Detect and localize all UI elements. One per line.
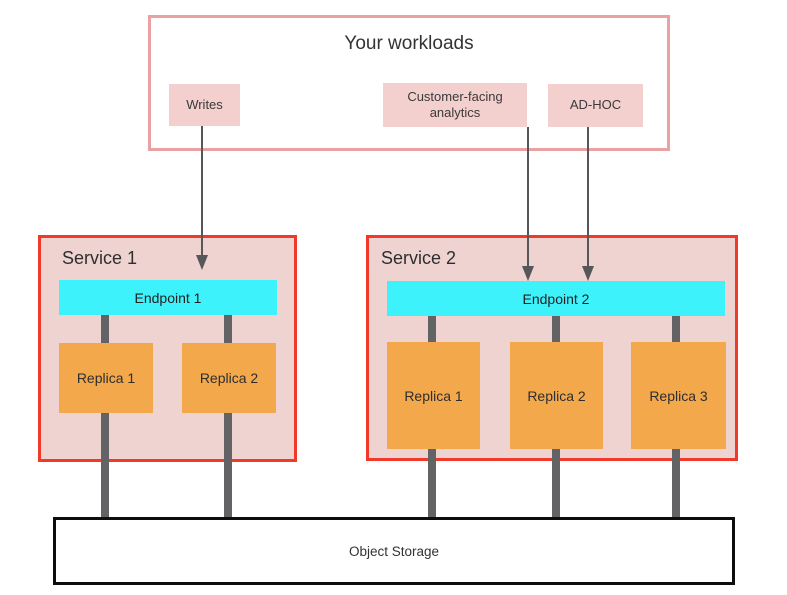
connector-s1-replica2-storage — [224, 313, 232, 519]
service-2-replica-1: Replica 1 — [387, 342, 480, 449]
service-1-replica-2: Replica 2 — [182, 343, 276, 413]
object-storage-label: Object Storage — [348, 543, 440, 559]
arrow-analytics-to-endpoint2 — [527, 127, 529, 266]
workload-customer-facing-analytics: Customer-facing analytics — [383, 83, 527, 127]
workloads-title: Your workloads — [344, 33, 474, 54]
endpoint-1: Endpoint 1 — [59, 280, 277, 315]
service-2-replica-2: Replica 2 — [510, 342, 603, 449]
service-1-title: Service 1 — [62, 248, 138, 268]
service-2-replica-3: Replica 3 — [631, 342, 726, 449]
arrowhead-writes-to-endpoint1 — [196, 255, 208, 270]
object-storage-box: Object Storage — [53, 517, 735, 585]
arrow-writes-to-endpoint1 — [201, 126, 203, 255]
connector-s1-replica1-storage — [101, 313, 109, 519]
workload-ad-hoc: AD-HOC — [548, 84, 643, 127]
arrowhead-adhoc-to-endpoint2 — [582, 266, 594, 281]
service-1-replica-1: Replica 1 — [59, 343, 153, 413]
arrow-adhoc-to-endpoint2 — [587, 127, 589, 266]
service-2-title: Service 2 — [381, 248, 457, 268]
arrowhead-analytics-to-endpoint2 — [522, 266, 534, 281]
endpoint-2: Endpoint 2 — [387, 281, 725, 316]
workload-writes: Writes — [169, 84, 240, 126]
